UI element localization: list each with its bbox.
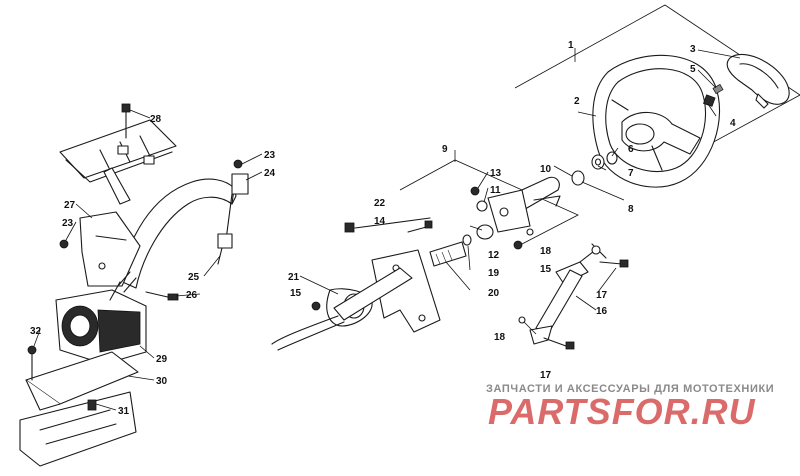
- bolt-26: [167, 293, 179, 301]
- bolt-28: [121, 103, 131, 113]
- callout-23a: 23: [264, 150, 276, 161]
- callout-3: 3: [690, 44, 696, 55]
- callout-29: 29: [156, 354, 168, 365]
- bushing-12: [476, 224, 494, 240]
- mounting-plate: [19, 345, 139, 467]
- callout-2: 2: [574, 96, 580, 107]
- callout-10: 10: [540, 164, 552, 175]
- wheel-hardware: [571, 83, 724, 186]
- callout-14: 14: [374, 216, 386, 227]
- clip-19: [462, 234, 472, 246]
- callout-labels: 1 2 3 4 5 6 7 8 9 10 11 12 13 14 15 15 1…: [30, 40, 736, 417]
- callout-4: 4: [730, 118, 736, 129]
- shaft-20: [429, 241, 467, 267]
- clamp-24: [231, 173, 249, 195]
- washer-11: [476, 200, 488, 212]
- nut-23: [233, 159, 243, 169]
- column-hardware: [344, 186, 534, 250]
- spring-clip-5: [712, 83, 724, 95]
- group-frame-steering-column: [399, 150, 579, 246]
- group-frame-steering-wheel: [514, 4, 800, 183]
- callout-23b: 23: [62, 218, 74, 229]
- nut-23b: [59, 239, 69, 249]
- callout-26: 26: [186, 290, 198, 301]
- steering-wheel: [592, 54, 721, 188]
- bracket-25: [217, 233, 233, 249]
- watermark-logo: PARTSFOR.RU: [488, 391, 756, 432]
- callout-8: 8: [628, 204, 634, 215]
- steering-tube: [117, 159, 249, 289]
- callout-9: 9: [442, 144, 448, 155]
- callout-1: 1: [568, 40, 574, 51]
- callout-18b: 18: [494, 332, 506, 343]
- nut-4: [703, 94, 716, 107]
- callout-7: 7: [628, 168, 634, 179]
- steering-damper: [518, 243, 629, 350]
- bracket-27: [59, 211, 141, 287]
- bushing-10: [571, 170, 585, 186]
- nut-15b: [311, 301, 321, 311]
- watermark-tagline: ЗАПЧАСТИ И АКСЕССУАРЫ ДЛЯ МОТОТЕХНИКИ: [486, 383, 775, 395]
- steering-wheel-cap: [726, 53, 790, 109]
- callout-24: 24: [264, 168, 276, 179]
- callout-30: 30: [156, 376, 168, 387]
- bolt-32: [27, 345, 37, 355]
- callout-15a: 15: [540, 264, 552, 275]
- callout-17b: 17: [540, 370, 552, 381]
- bolt-14: [424, 220, 433, 229]
- leader-lines: [33, 49, 741, 411]
- nut-13: [470, 186, 480, 196]
- bolt-22: [344, 222, 355, 233]
- callout-28: 28: [150, 114, 162, 125]
- callout-6: 6: [628, 144, 634, 155]
- column-mounting-bracket: [271, 249, 441, 351]
- power-steering-unit: [55, 271, 179, 365]
- callout-5: 5: [690, 64, 696, 75]
- callout-22: 22: [374, 198, 386, 209]
- frame-crossmember: [59, 103, 177, 205]
- callout-16: 16: [596, 306, 608, 317]
- callout-11: 11: [490, 185, 501, 196]
- callout-31: 31: [118, 406, 130, 417]
- callout-19: 19: [488, 268, 500, 279]
- bolt-31: [87, 399, 97, 411]
- callout-20: 20: [488, 288, 500, 299]
- callout-15b: 15: [290, 288, 302, 299]
- steering-column: [429, 176, 561, 267]
- callout-13: 13: [490, 168, 502, 179]
- callout-17a: 17: [596, 290, 608, 301]
- pin-18: [526, 228, 534, 236]
- callout-21: 21: [288, 272, 300, 283]
- callout-32: 32: [30, 326, 42, 337]
- nut-15: [513, 240, 523, 250]
- callout-12: 12: [488, 250, 500, 261]
- callout-18a: 18: [540, 246, 552, 257]
- callout-27: 27: [64, 200, 76, 211]
- washer-6: [606, 151, 618, 165]
- callout-25: 25: [188, 272, 200, 283]
